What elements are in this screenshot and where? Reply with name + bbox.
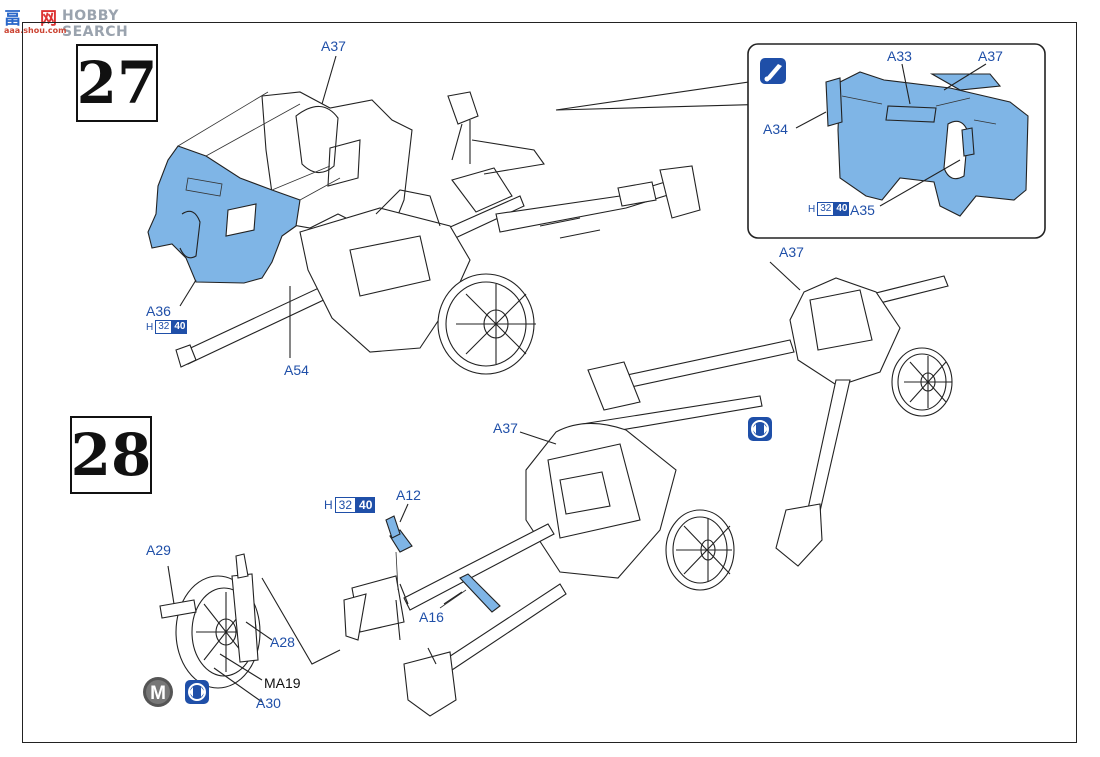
step27-gun-assembly: [147, 55, 701, 375]
paint-brand: H: [808, 203, 816, 215]
part-label-a37: A37: [321, 38, 346, 54]
part-label-a37-right: A37: [779, 244, 804, 260]
paint-brand: H: [146, 321, 154, 333]
part-label-a16: A16: [419, 609, 444, 625]
part-label-a54: A54: [284, 362, 309, 378]
watermark-text: HOBBY SEARCH: [62, 8, 129, 40]
watermark-url: aaa.shou.com: [4, 26, 67, 35]
instruction-frame: [22, 22, 1077, 743]
step28-gun-assembly-view: [587, 261, 953, 567]
watermark-logo-2: 网: [40, 9, 57, 29]
part-label-a34: A34: [763, 121, 788, 137]
paint-code-2: 40: [172, 320, 188, 334]
part-label-a37-step28: A37: [493, 420, 518, 436]
part-label-a35: A35: [850, 202, 875, 218]
paint-code-1: 32: [334, 497, 357, 513]
step28-main-gun: [343, 395, 763, 717]
paint-code-1: 32: [817, 202, 835, 216]
paint-code-2: 40: [356, 497, 376, 513]
part-label-a36: A36: [146, 303, 171, 319]
part-label-a29: A29: [146, 542, 171, 558]
detail-a37-assembly: [795, 63, 1029, 217]
part-label-a37-detail: A37: [978, 48, 1003, 64]
paint-ref-a36: H 32 40: [146, 320, 188, 334]
part-label-a12: A12: [396, 487, 421, 503]
paint-code-2: 40: [834, 202, 850, 216]
step28-wheel-assembly: [159, 553, 341, 703]
part-a16: [459, 573, 501, 613]
part-label-a28: A28: [270, 634, 295, 650]
paint-code-1: 32: [155, 320, 173, 334]
part-label-a30: A30: [256, 695, 281, 711]
part-label-ma19: MA19: [264, 675, 301, 691]
watermark-logo: 畐: [4, 9, 21, 29]
step-number-27: 27: [76, 44, 158, 122]
part-label-a33: A33: [887, 48, 912, 64]
paint-brand: H: [324, 498, 333, 512]
step-number-28: 28: [70, 416, 152, 494]
paint-ref-a35: H 32 40: [808, 202, 850, 216]
watermark: 畐 网 HOBBY SEARCH aaa.shou.com: [4, 4, 164, 40]
paint-ref-a12: H 32 40: [324, 497, 376, 513]
